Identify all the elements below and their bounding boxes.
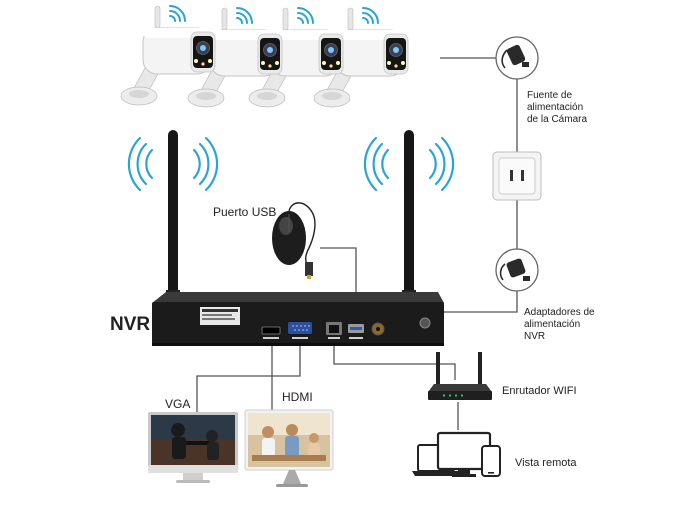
camera-group — [120, 5, 409, 108]
camera-power-label-3: de la Cámara — [527, 114, 587, 125]
vga-monitor-icon — [148, 412, 238, 483]
nvr-adapter-label-1: Adaptadores de — [524, 307, 595, 318]
camera-icon — [187, 7, 283, 108]
connection-lines — [196, 57, 518, 430]
camera-wifi-icon — [169, 5, 186, 22]
wifi-signal-icon — [127, 136, 455, 192]
line-vga-monitor — [196, 345, 301, 412]
remote-view-label: Vista remota — [515, 457, 577, 469]
camera-power-label-1: Fuente de — [527, 90, 572, 101]
wifi-router-label: Enrutador WIFI — [502, 385, 577, 397]
camera-icon — [120, 5, 216, 106]
usb-mouse-icon — [272, 202, 316, 279]
hdmi-port — [261, 326, 281, 335]
camera-power-label-2: alimentación — [527, 102, 583, 113]
camera-wifi-icon — [297, 7, 314, 24]
ground-screw — [419, 317, 431, 329]
usb-port-label: Puerto USB — [213, 205, 276, 219]
remote-devices-icon — [412, 431, 501, 477]
nvr-adapter-label-2: alimentación — [524, 319, 580, 330]
hdmi-monitor-icon — [244, 409, 334, 487]
camera-icon — [248, 7, 344, 108]
camera-wifi-icon — [236, 7, 253, 24]
nvr-label: NVR — [110, 314, 150, 335]
wall-outlet-icon — [492, 151, 542, 201]
hdmi-label: HDMI — [282, 390, 313, 404]
nvr-recorder — [152, 292, 444, 346]
camera-icon — [313, 7, 409, 108]
nvr-antenna-left — [166, 130, 180, 302]
wifi-router-icon — [428, 352, 492, 400]
nvr-antenna-right — [402, 130, 416, 302]
vga-label: VGA — [165, 397, 190, 411]
nvr-adapter-label-3: NVR — [524, 331, 545, 342]
phone-icon — [481, 445, 501, 477]
camera-power-adapter-icon — [495, 36, 539, 80]
camera-wifi-icon — [362, 7, 379, 24]
vga-port — [288, 322, 312, 334]
line-lan-router — [333, 345, 456, 380]
nvr-power-adapter-icon — [495, 248, 539, 292]
